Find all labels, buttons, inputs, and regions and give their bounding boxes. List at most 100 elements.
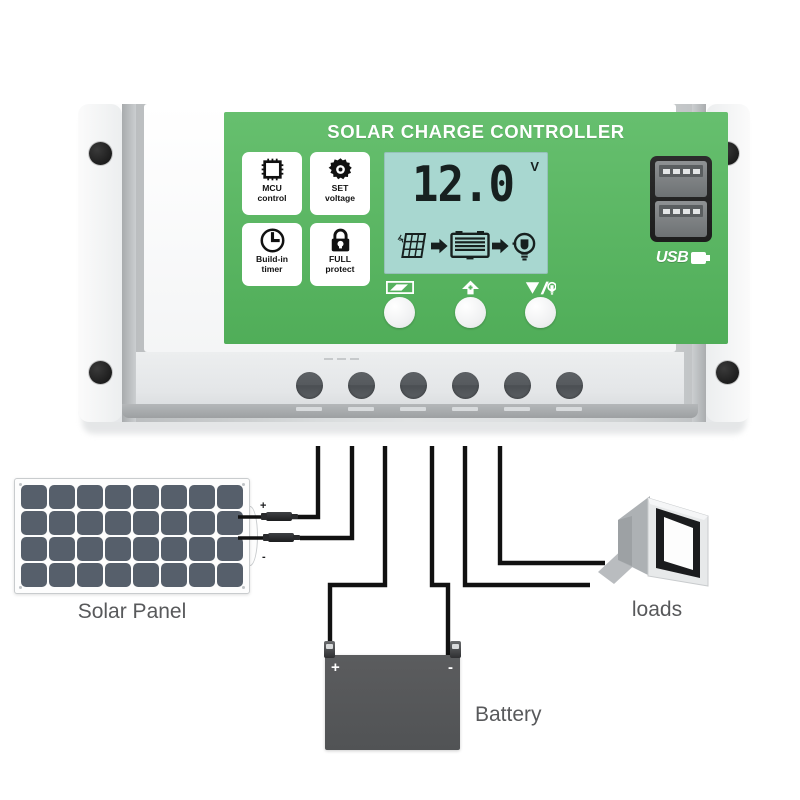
- feature-badge-group: MCU control SET: [242, 152, 370, 286]
- solar-cell: [77, 511, 103, 535]
- badge-label-line2: timer: [261, 263, 283, 274]
- mc4-connector-negative: [263, 533, 300, 542]
- solar-panel: Solar Panel: [14, 478, 258, 623]
- terminal-5[interactable]: [504, 372, 531, 399]
- solar-cell: [49, 563, 75, 587]
- solar-cell: [105, 511, 131, 535]
- solar-cell: [105, 563, 131, 587]
- solar-cell: [189, 485, 215, 509]
- solar-cell: [21, 511, 47, 535]
- usb-port-upper[interactable]: [655, 161, 707, 197]
- wire-battery-positive: [327, 446, 388, 668]
- mounting-hole-bottom-left: [89, 361, 112, 384]
- usb-label: USB: [655, 249, 689, 266]
- clock-icon: [260, 227, 285, 254]
- solar-cell: [189, 511, 215, 535]
- solar-cell: [161, 485, 187, 509]
- solar-cell: [161, 563, 187, 587]
- arrow-right-icon: [430, 238, 448, 259]
- battery-clamp-negative: [450, 641, 461, 658]
- terminal-slot: [400, 407, 426, 411]
- usb-pin: [692, 168, 700, 174]
- battery-body: + -: [325, 655, 460, 750]
- terminal-slot: [452, 407, 478, 411]
- up-button[interactable]: [454, 297, 486, 328]
- faceplate: SOLAR CHARGE CONTROLLER: [144, 104, 728, 352]
- panel-frame: [14, 478, 250, 594]
- wire-solar-negative: [300, 446, 355, 541]
- terminal-slot: [348, 407, 374, 411]
- solar-cell: [21, 485, 47, 509]
- solar-cell: [133, 485, 159, 509]
- solar-cell: [189, 537, 215, 561]
- solar-cell: [133, 563, 159, 587]
- arrow-right-icon: [491, 238, 509, 259]
- terminal-slot: [504, 407, 530, 411]
- led-floodlight-icon: [598, 496, 709, 587]
- lcd-flow-row: [384, 231, 548, 266]
- usb-pin: [672, 208, 680, 214]
- solar-cell: [133, 537, 159, 561]
- wire-load-b: [497, 446, 605, 566]
- solar-charge-controller: SOLAR CHARGE CONTROLLER: [78, 104, 750, 434]
- usb-pin: [682, 168, 690, 174]
- solar-cell: [105, 485, 131, 509]
- wire-load-a: [462, 446, 590, 588]
- button-cell-menu: [384, 280, 415, 328]
- mounting-flange-left: [78, 104, 122, 422]
- lcd-voltage-value: 12.0: [412, 156, 515, 214]
- usb-plug-icon: [691, 252, 711, 264]
- mc4-connector-positive: [261, 512, 298, 521]
- page-title: SOLAR CHARGE CONTROLLER: [327, 121, 625, 142]
- terminal-1[interactable]: [296, 372, 323, 399]
- badge-label-line2: protect: [325, 263, 355, 274]
- terminal-6[interactable]: [556, 372, 583, 399]
- mcu-chip-icon: [260, 156, 285, 183]
- down-arrow-light-icon: [525, 280, 556, 295]
- mounting-hole-top-left: [89, 142, 112, 165]
- display-menu-icon: [385, 280, 414, 295]
- badge-label-line2: voltage: [324, 192, 356, 203]
- badge-mcu-control: MCU control: [242, 152, 302, 215]
- solar-cell: [189, 563, 215, 587]
- button-cell-down: [525, 280, 556, 328]
- light-bulb-icon: [511, 232, 538, 266]
- solar-panel-caption: Solar Panel: [77, 600, 187, 623]
- solar-panel-icon: [395, 232, 429, 265]
- usb-pin: [662, 168, 670, 174]
- solar-cell: [77, 485, 103, 509]
- terminal-4[interactable]: [452, 372, 479, 399]
- battery-positive-sign: +: [331, 659, 340, 676]
- vent: [337, 358, 346, 360]
- load-caption: loads: [631, 598, 683, 621]
- solar-cell: [161, 537, 187, 561]
- battery-caption: Battery: [475, 703, 542, 726]
- menu-button[interactable]: [384, 297, 415, 328]
- base-lip: [122, 404, 698, 418]
- bevel-left: [122, 104, 136, 422]
- wire-battery-negative: [429, 446, 451, 668]
- terminal-3[interactable]: [400, 372, 427, 399]
- usb-port-block[interactable]: [650, 156, 712, 242]
- badge-label-line1: Build-in: [256, 254, 288, 264]
- badge-full-protect: FULL protect: [310, 223, 370, 286]
- usb-pin: [692, 208, 700, 214]
- solar-cell: [161, 511, 187, 535]
- solar-cell: [217, 537, 243, 561]
- solar-cell: [133, 511, 159, 535]
- solar-cell: [77, 537, 103, 561]
- battery: + - Battery: [324, 641, 542, 750]
- load-lamp: [592, 490, 722, 600]
- down-button[interactable]: [525, 297, 556, 328]
- badge-label-line1: MCU: [262, 183, 282, 193]
- battery-icon: [449, 231, 490, 266]
- polarity-plus-marker: +: [260, 500, 267, 512]
- solar-cell: [49, 485, 75, 509]
- solar-cell: [49, 537, 75, 561]
- green-front-panel: SOLAR CHARGE CONTROLLER: [224, 112, 728, 344]
- solar-cell: [217, 563, 243, 587]
- badge-label-line1: SET: [331, 183, 349, 193]
- terminal-2[interactable]: [348, 372, 375, 399]
- usb-port-lower[interactable]: [655, 201, 707, 237]
